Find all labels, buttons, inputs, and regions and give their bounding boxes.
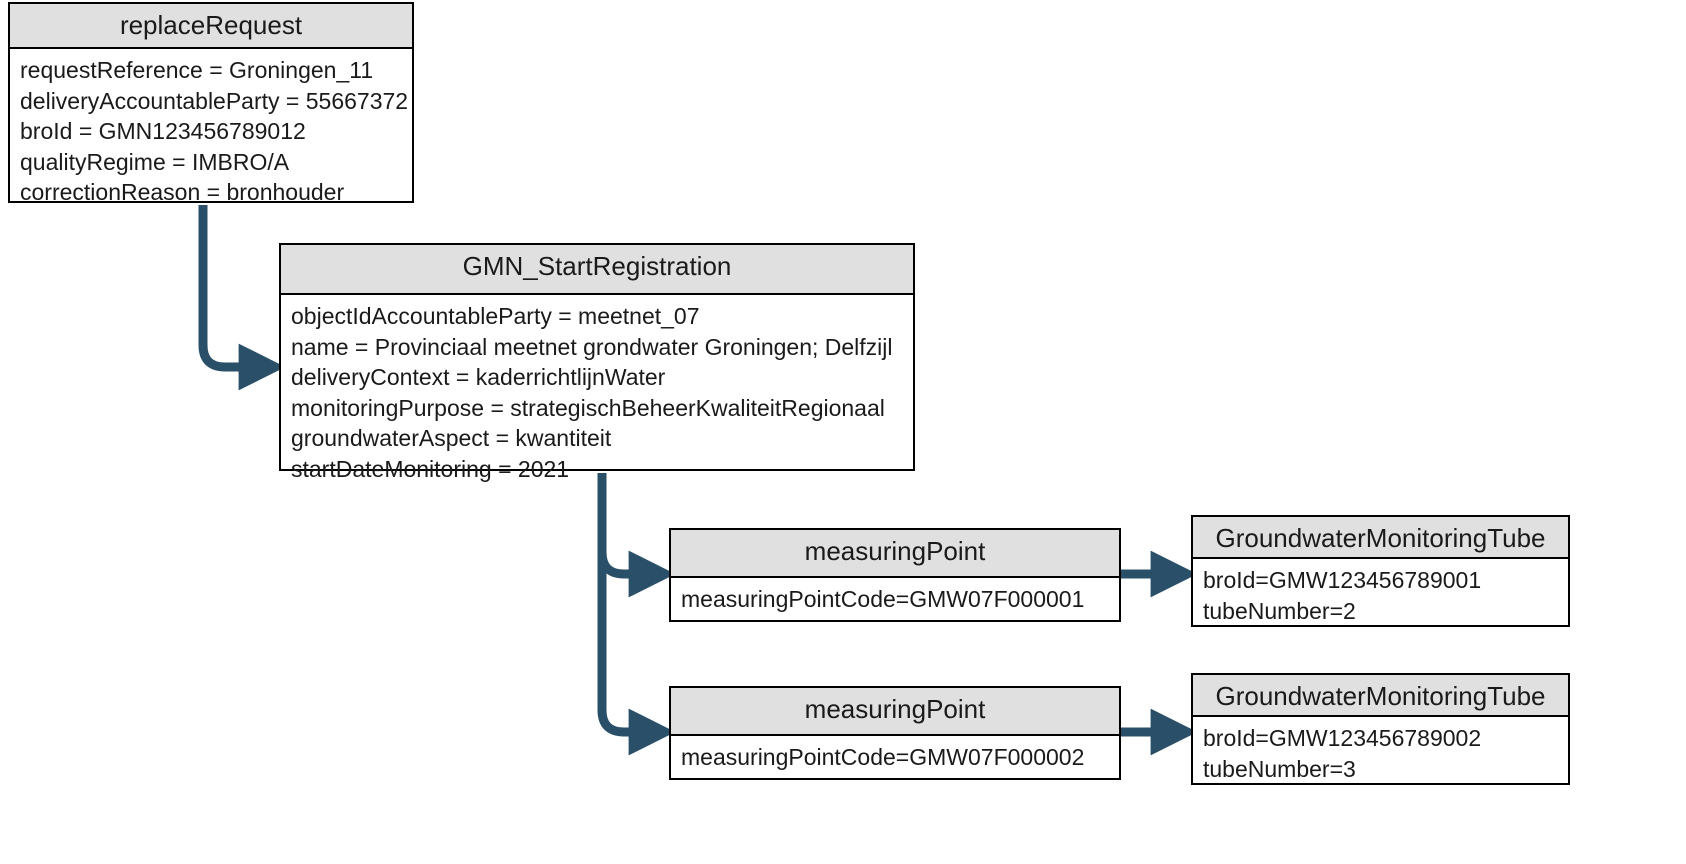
node-groundwater-monitoring-tube-2[interactable]: GroundwaterMonitoringTube broId=GMW12345…: [1191, 673, 1570, 785]
attribute-tube-number-1: tubeNumber=2: [1203, 597, 1356, 624]
attribute-monitoring-purpose: monitoringPurpose = strategischBeheerKwa…: [291, 394, 885, 421]
attribute-start-date-monitoring: startDateMonitoring = 2021: [291, 455, 570, 482]
attribute-measuring-point-code-1: measuringPointCode=GMW07F000001: [681, 586, 1085, 612]
attribute-request-reference: requestReference = Groningen_11: [20, 57, 374, 83]
node-title-gmn-start-registration: GMN_StartRegistration: [281, 245, 913, 295]
connector-gmnstartregistration-to-measuringpoint-2: [597, 552, 676, 756]
node-attributes-groundwater-monitoring-tube-1: broId=GMW123456789001 tubeNumber=2: [1193, 559, 1568, 633]
node-attributes-gmn-start-registration: objectIdAccountableParty = meetnet_07 na…: [281, 295, 913, 491]
attribute-name: name = Provinciaal meetnet grondwater Gr…: [291, 333, 893, 360]
attribute-bro-id: broId = GMN123456789012: [20, 118, 306, 145]
node-attributes-replace-request: requestReference = Groningen_11 delivery…: [10, 49, 412, 215]
node-attributes-measuring-point-1: measuringPointCode=GMW07F000001: [671, 578, 1119, 622]
attribute-object-id-accountable-party: objectIdAccountableParty = meetnet_07: [291, 303, 700, 329]
node-attributes-measuring-point-2: measuringPointCode=GMW07F000002: [671, 736, 1119, 780]
node-title-groundwater-monitoring-tube-2: GroundwaterMonitoringTube: [1193, 675, 1568, 717]
attribute-correction-reason: correctionReason = bronhouder: [20, 179, 345, 206]
node-replace-request[interactable]: replaceRequest requestReference = Gronin…: [8, 2, 414, 205]
node-attributes-groundwater-monitoring-tube-2: broId=GMW123456789002 tubeNumber=3: [1193, 717, 1568, 791]
attribute-delivery-accountable-party: deliveryAccountableParty = 55667372: [20, 87, 409, 114]
attribute-measuring-point-code-2: measuringPointCode=GMW07F000002: [681, 744, 1085, 770]
attribute-tube-bro-id-2: broId=GMW123456789002: [1203, 725, 1482, 751]
attribute-delivery-context: deliveryContext = kaderrichtlijnWater: [291, 364, 666, 391]
connector-replacerequest-to-gmnstartregistration: [198, 205, 286, 391]
attribute-tube-bro-id-1: broId=GMW123456789001: [1203, 567, 1482, 593]
attribute-groundwater-aspect: groundwaterAspect = kwantiteit: [291, 425, 612, 452]
attribute-tube-number-2: tubeNumber=3: [1203, 755, 1356, 782]
node-title-groundwater-monitoring-tube-1: GroundwaterMonitoringTube: [1193, 517, 1568, 559]
attribute-quality-regime: qualityRegime = IMBRO/A: [20, 148, 290, 175]
node-title-replace-request: replaceRequest: [10, 4, 412, 49]
node-title-measuring-point-1: measuringPoint: [671, 530, 1119, 578]
node-gmn-start-registration[interactable]: GMN_StartRegistration objectIdAccountabl…: [279, 243, 915, 482]
node-groundwater-monitoring-tube-1[interactable]: GroundwaterMonitoringTube broId=GMW12345…: [1191, 515, 1570, 627]
node-measuring-point-1[interactable]: measuringPoint measuringPointCode=GMW07F…: [669, 528, 1121, 622]
node-measuring-point-2[interactable]: measuringPoint measuringPointCode=GMW07F…: [669, 686, 1121, 780]
node-title-measuring-point-2: measuringPoint: [671, 688, 1119, 736]
